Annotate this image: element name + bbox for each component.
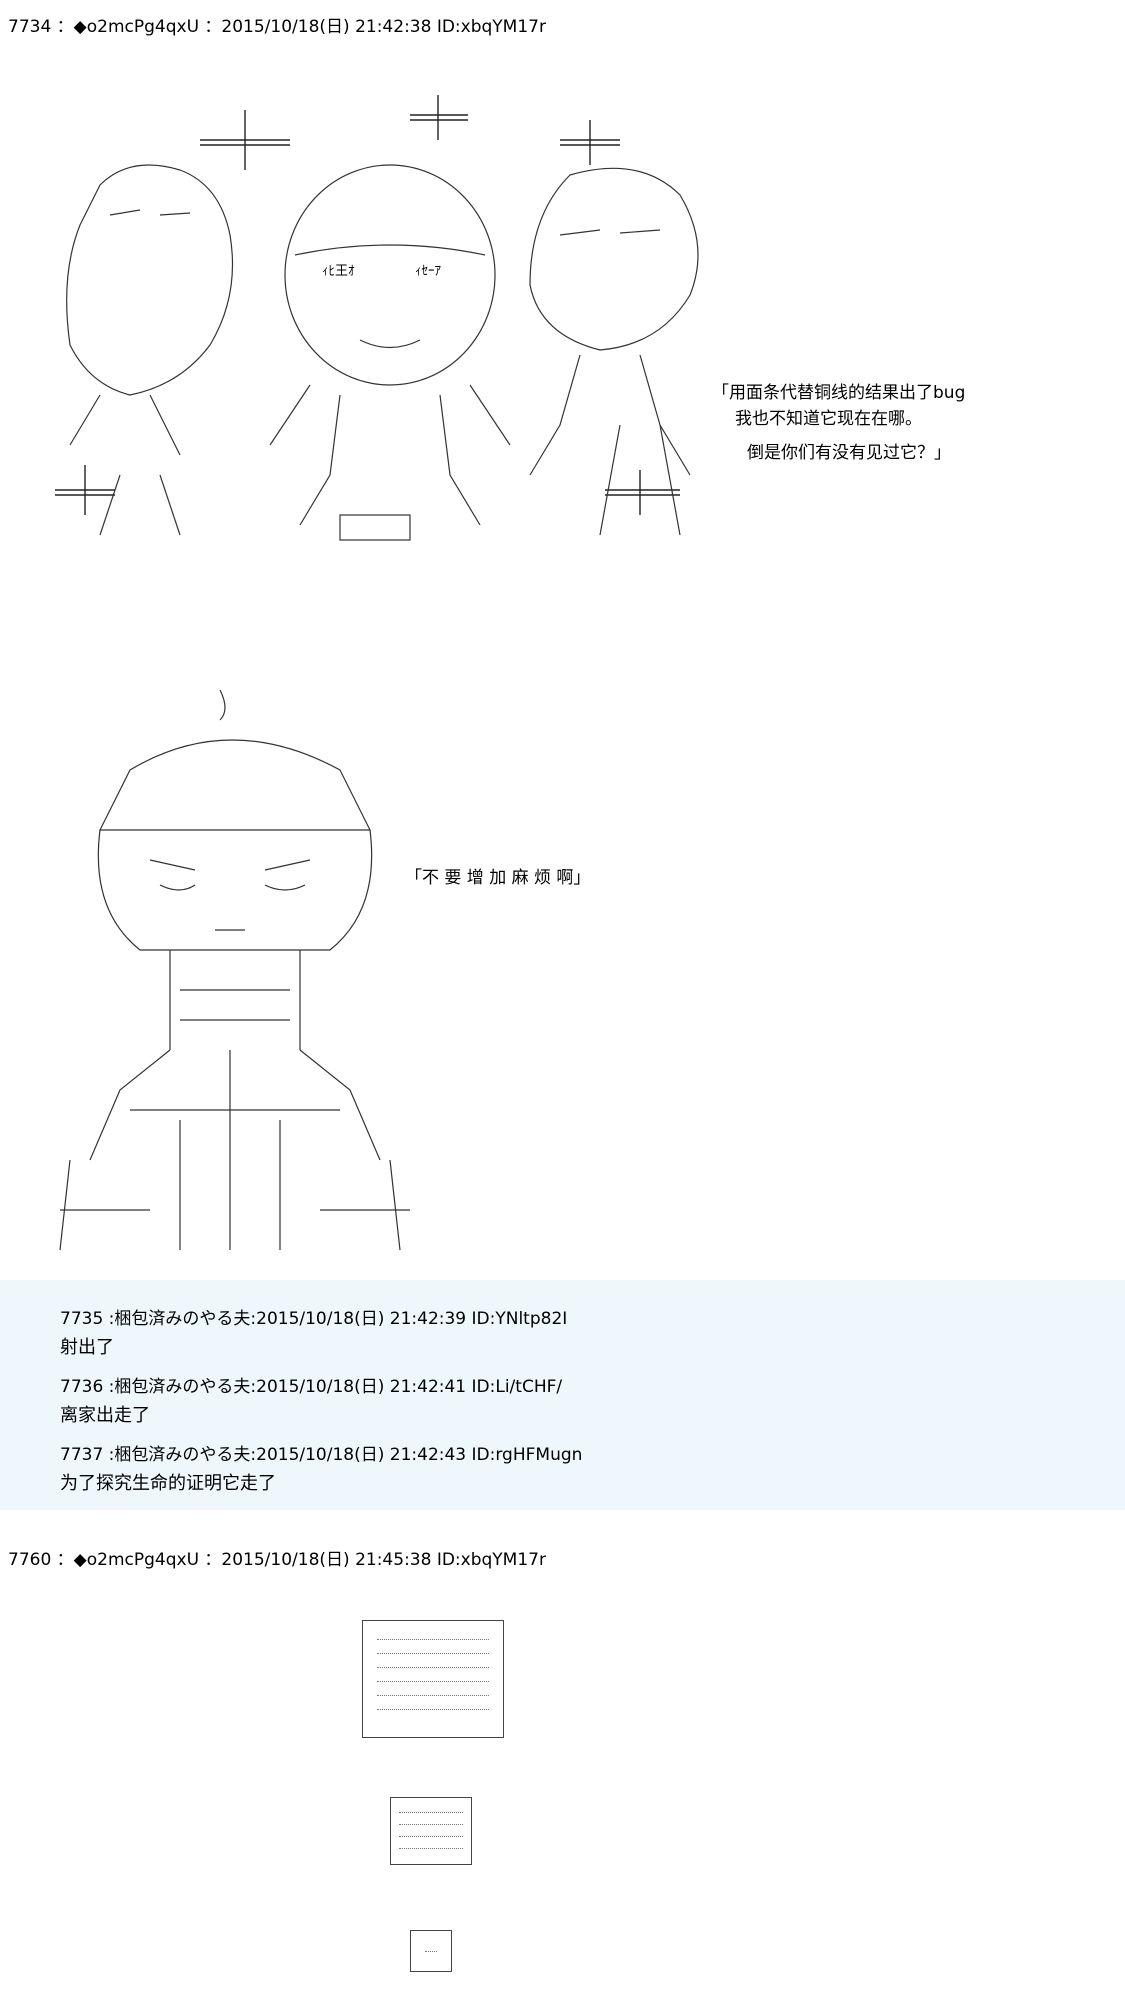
speech-line: 「用面条代替铜线的结果出了bug <box>712 383 966 403</box>
reply-header: 7736 :梱包済みのやる夫:2015/10/18(日) 21:42:41 ID… <box>60 1377 563 1397</box>
speech-bubble-1: 「用面条代替铜线的结果出了bug 我也不知道它现在在哪。 倒是你们有没有见过它？… <box>712 380 965 466</box>
reply-block: 7735 :梱包済みのやる夫:2015/10/18(日) 21:42:39 ID… <box>0 1280 1125 1510</box>
face-label-right: ｨｾｰｱ <box>415 264 442 279</box>
reply-body: 为了探究生命的证明它走了 <box>60 1473 276 1494</box>
speech-line: 倒是你们有没有见过它？」 <box>747 443 951 463</box>
sparkle-icon <box>410 95 468 140</box>
reply-body: 离家出走了 <box>60 1405 150 1426</box>
reply-body: 射出了 <box>60 1337 114 1358</box>
sparkle-icon <box>55 465 115 515</box>
reply-7735: 7735 :梱包済みのやる夫:2015/10/18(日) 21:42:39 ID… <box>60 1304 567 1359</box>
ascii-art-group-scene: ｨﾋ王ｵ ｨｾｰｱ <box>55 95 699 541</box>
sparkle-icon <box>200 110 290 170</box>
sparkle-icon <box>560 120 620 165</box>
reply-header: 7735 :梱包済みのやる夫:2015/10/18(日) 21:42:39 ID… <box>60 1309 568 1329</box>
board-large <box>362 1620 504 1738</box>
post-header-7734: 7734 ：◆o2mcPg4qxU ：2015/10/18(日) 21:42:3… <box>8 17 546 37</box>
post-header-7760: 7760 ：◆o2mcPg4qxU ：2015/10/18(日) 21:45:3… <box>8 1550 546 1570</box>
speech-bubble-2: 「不 要 增 加 麻 烦 啊」 <box>405 868 591 888</box>
speech-line: 我也不知道它现在在哪。 <box>735 409 922 429</box>
reply-7737: 7737 :梱包済みのやる夫:2015/10/18(日) 21:42:43 ID… <box>60 1440 582 1495</box>
board-small <box>410 1930 452 1972</box>
reply-header: 7737 :梱包済みのやる夫:2015/10/18(日) 21:42:43 ID… <box>60 1445 583 1465</box>
reply-7736: 7736 :梱包済みのやる夫:2015/10/18(日) 21:42:41 ID… <box>60 1372 562 1427</box>
board-medium <box>390 1797 472 1865</box>
face-label-left: ｨﾋ王ｵ <box>322 264 355 279</box>
ascii-art-character <box>59 690 410 1251</box>
sparkle-icon <box>605 470 680 515</box>
